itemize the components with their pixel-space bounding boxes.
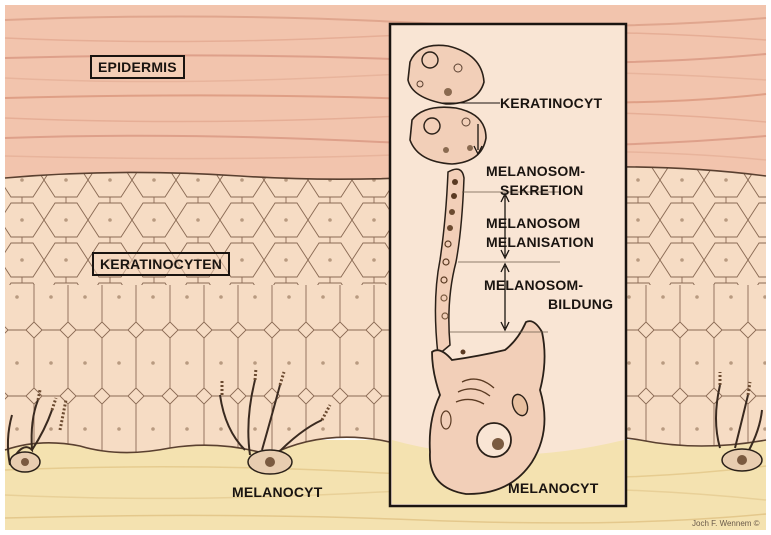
label-melanosom-sekretion: MELANOSOM- SEKRETION xyxy=(486,162,585,200)
dermis xyxy=(5,440,766,530)
label-melanocyt-left: MELANOCYT xyxy=(232,484,322,500)
label-melanosom-melanisation: MELANOSOM MELANISATION xyxy=(486,214,594,252)
label-melanocyt-right: MELANOCYT xyxy=(508,480,598,496)
label-melanisation-line2: MELANISATION xyxy=(486,233,594,252)
label-keratinocyt: KERATINOCYT xyxy=(500,95,602,111)
label-sekretion-line2: SEKRETION xyxy=(486,181,585,200)
stratum-corneum xyxy=(5,5,766,180)
artist-credit: Joch F. Wennem © xyxy=(692,519,760,528)
label-melanisation-line1: MELANOSOM xyxy=(486,214,594,233)
label-bildung-line2: BILDUNG xyxy=(484,295,613,314)
label-sekretion-line1: MELANOSOM- xyxy=(486,162,585,181)
label-keratinocyten: KERATINOCYTEN xyxy=(92,252,230,276)
label-epidermis: EPIDERMIS xyxy=(90,55,185,79)
label-bildung-line1: MELANOSOM- xyxy=(484,276,613,295)
label-melanosom-bildung: MELANOSOM- BILDUNG xyxy=(484,276,613,314)
keratinocyte-layer xyxy=(5,167,766,455)
